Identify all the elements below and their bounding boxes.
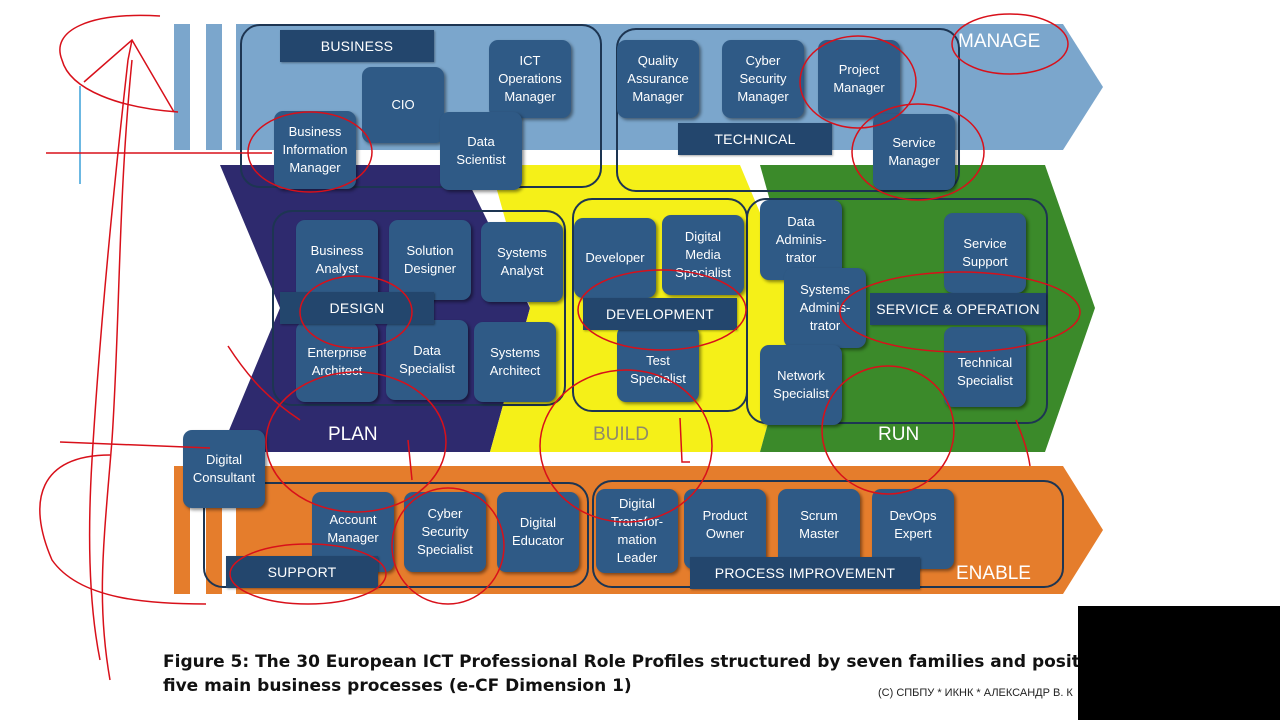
family-label-development: DEVELOPMENT <box>583 298 737 330</box>
group-business <box>240 24 602 188</box>
process-label-manage: MANAGE <box>958 31 1041 52</box>
role-digital-transformation-leader: Digital Transfor- mation Leader <box>596 489 678 573</box>
role-business-information-manager: Business Information Manager <box>274 111 356 189</box>
manage-stripe-2 <box>206 24 222 150</box>
role-network-specialist: Network Specialist <box>760 345 842 425</box>
role-cyber-security-manager: Cyber Security Manager <box>722 40 804 118</box>
process-label-build: BUILD <box>593 424 649 445</box>
role-technical-specialist: Technical Specialist <box>944 327 1026 407</box>
process-label-plan: PLAN <box>328 424 378 445</box>
role-ict-operations-manager: ICT Operations Manager <box>489 40 571 118</box>
copyright-watermark: (C) СПБПУ * ИКНК * АЛЕКСАНДР В. К <box>878 687 1073 699</box>
role-digital-media-specialist: Digital Media Specialist <box>662 215 744 295</box>
family-label-support: SUPPORT <box>226 556 378 588</box>
role-service-support: Service Support <box>944 213 1026 293</box>
role-data-scientist: Data Scientist <box>440 112 522 190</box>
manage-stripe-1 <box>174 24 190 150</box>
role-devops-expert: DevOps Expert <box>872 489 954 569</box>
family-label-process-improvement: PROCESS IMPROVEMENT <box>690 557 920 589</box>
role-digital-educator: Digital Educator <box>497 492 579 572</box>
process-label-enable: ENABLE <box>956 563 1031 584</box>
role-systems-analyst: Systems Analyst <box>481 222 563 302</box>
role-business-analyst: Business Analyst <box>296 220 378 300</box>
video-overlay-box <box>1078 606 1280 720</box>
family-label-service-operation: SERVICE & OPERATION <box>870 293 1046 325</box>
role-service-manager: Service Manager <box>873 114 955 190</box>
role-scrum-master: Scrum Master <box>778 489 860 569</box>
role-cyber-security-specialist: Cyber Security Specialist <box>404 492 486 572</box>
role-project-manager: Project Manager <box>818 40 900 118</box>
role-data-administrator: Data Adminis- trator <box>760 200 842 280</box>
role-developer: Developer <box>574 218 656 298</box>
role-quality-assurance-manager: Quality Assurance Manager <box>617 40 699 118</box>
role-solution-designer: Solution Designer <box>389 220 471 300</box>
role-systems-architect: Systems Architect <box>474 322 556 402</box>
family-label-technical: TECHNICAL <box>678 123 832 155</box>
role-enterprise-architect: Enterprise Architect <box>296 322 378 402</box>
family-label-business: BUSINESS <box>280 30 434 62</box>
role-digital-consultant: Digital Consultant <box>183 430 265 508</box>
role-systems-administrator: Systems Adminis- trator <box>784 268 866 348</box>
role-cio: CIO <box>362 67 444 143</box>
role-data-specialist: Data Specialist <box>386 320 468 400</box>
process-label-run: RUN <box>878 424 920 445</box>
role-test-specialist: Test Specialist <box>617 326 699 402</box>
role-product-owner: Product Owner <box>684 489 766 569</box>
family-label-design: DESIGN <box>280 292 434 324</box>
